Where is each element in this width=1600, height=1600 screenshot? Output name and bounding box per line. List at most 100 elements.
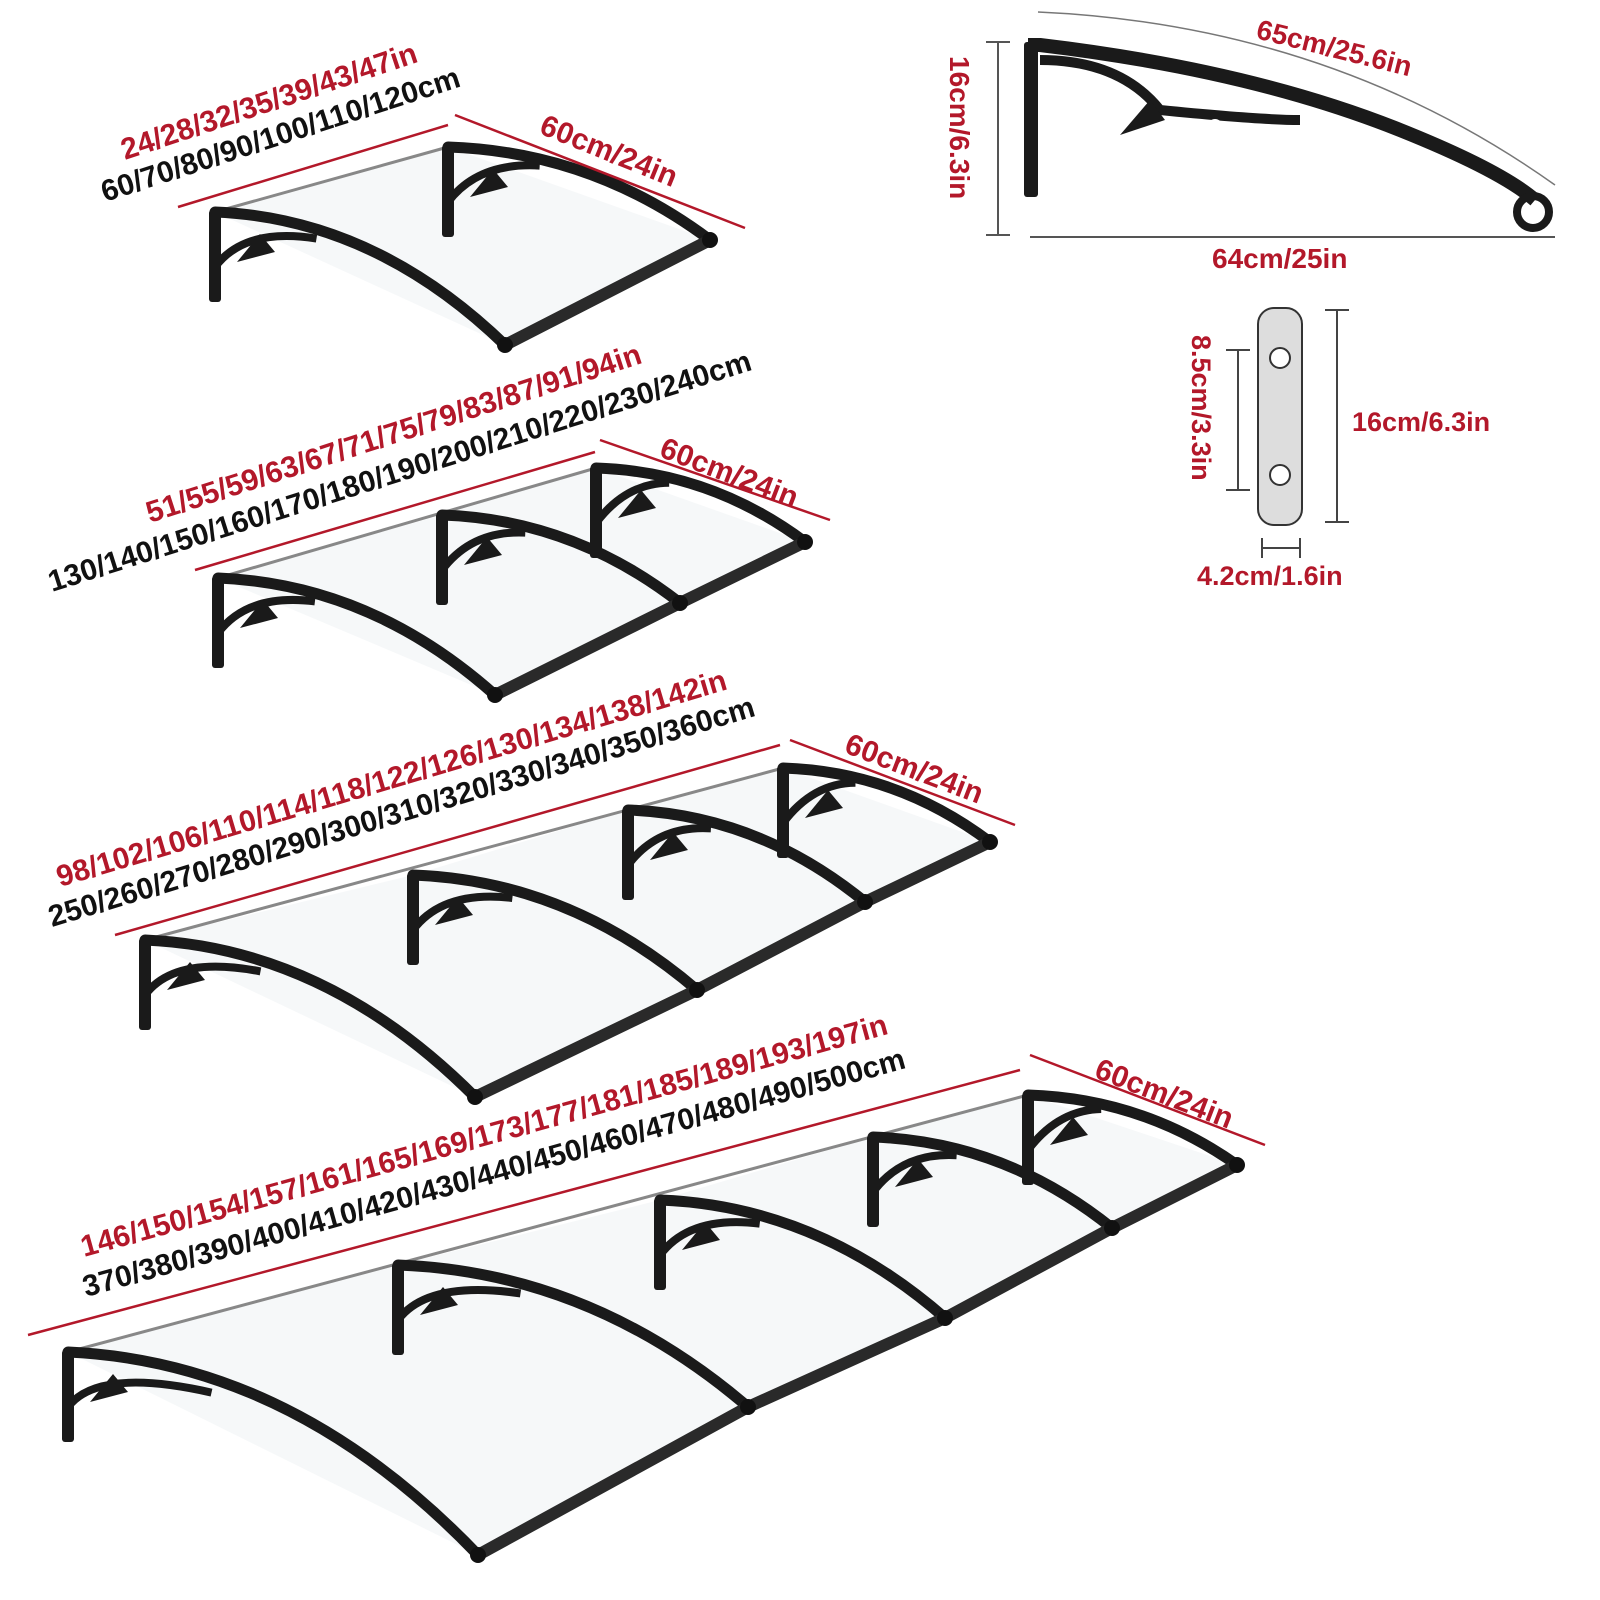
bracket [777, 762, 996, 858]
bracket-gusset [650, 832, 688, 860]
awning-2 [212, 462, 813, 703]
polycarbonate-panel [215, 147, 710, 345]
bracket-gusset [1050, 1117, 1088, 1145]
bracket-brace [779, 778, 856, 826]
bracket [442, 141, 716, 246]
rail-end-cap [702, 232, 718, 248]
bracket-gusset [618, 490, 656, 518]
bracket-gusset [805, 790, 843, 818]
bracket-wall-plate [590, 466, 602, 558]
bracket-wall-plate [1022, 1093, 1034, 1185]
rail-end-cap [740, 1399, 756, 1415]
bracket [436, 509, 686, 609]
width-dimension-line [177, 123, 449, 209]
bracket-arm [654, 1194, 951, 1324]
bracket [407, 869, 703, 996]
depth-dimension-line [454, 113, 746, 230]
rail-end-cap [857, 894, 873, 910]
bracket-arm [1022, 1089, 1243, 1171]
plate-width-label: 4.2cm/1.6in [1197, 561, 1343, 591]
bracket-brace [1024, 1105, 1102, 1153]
plate-hole-bottom [1269, 464, 1291, 486]
bracket-arm [407, 869, 703, 996]
bracket-gusset [682, 1222, 720, 1250]
depth-dimension-line [599, 438, 831, 522]
polycarbonate-panel [218, 468, 805, 695]
bracket-height-label: 16cm/6.3in [944, 56, 975, 199]
bracket-brace [624, 824, 712, 868]
bracket [1022, 1089, 1243, 1185]
bracket-brace [444, 161, 540, 205]
bracket [654, 1194, 951, 1324]
depth-dimension-line [1029, 1053, 1266, 1147]
bracket-detail: 65cm/25.6in 16cm/6.3in 64cm/25in [944, 11, 1556, 274]
rail-end-cap [497, 337, 513, 353]
arm-length-dimension-arc [1037, 11, 1556, 186]
bracket-arm [867, 1131, 1118, 1234]
bracket-hole [1208, 119, 1222, 133]
bracket-wall-plate [442, 145, 454, 237]
bracket-arm [436, 509, 686, 609]
bracket-gusset [435, 897, 473, 925]
plate-height-label: 16cm/6.3in [1352, 407, 1490, 437]
arm-length-label: 65cm/25.6in [1254, 14, 1416, 82]
width-dimension-line [114, 743, 781, 937]
bracket-arm [392, 1259, 754, 1413]
bracket-wall-plate [436, 513, 448, 605]
bracket-rod-socket [1513, 192, 1553, 232]
bracket-wall-plate [622, 808, 634, 900]
rail-end-cap [467, 1089, 483, 1105]
bracket [212, 572, 501, 701]
wall-plate [1257, 307, 1303, 526]
bracket-wall-plate [62, 1350, 74, 1442]
rail-end-cap [487, 687, 503, 703]
width-dimension-line [27, 1068, 1021, 1337]
bracket [209, 206, 511, 351]
bracket-wall-plate [212, 576, 224, 668]
bracket [62, 1346, 484, 1561]
awning-3 [139, 762, 998, 1105]
bracket-brace [1039, 55, 1301, 125]
bracket-arm [1028, 38, 1540, 206]
bracket-arm [139, 934, 481, 1103]
bracket-gusset [167, 962, 205, 990]
bracket-brace [214, 595, 316, 636]
bracket-brace-gusset [1120, 100, 1165, 135]
bracket-gusset [237, 234, 275, 262]
bracket-brace [869, 1150, 957, 1195]
bracket-gusset [90, 1374, 128, 1402]
bracket-gusset [895, 1159, 933, 1187]
bracket-wall-plate [1024, 42, 1038, 197]
bracket-brace [592, 478, 670, 526]
bracket-wall-plate [209, 210, 221, 302]
bracket-wall-plate [392, 1263, 404, 1355]
back-rail [144, 766, 784, 942]
rail-end-cap [937, 1310, 953, 1326]
rail-end-cap [672, 595, 688, 611]
bracket-brace [656, 1218, 761, 1258]
bracket-brace [409, 892, 513, 933]
bracket-gusset [420, 1287, 458, 1315]
front-gutter-rail [469, 836, 996, 1103]
bracket-wall-plate [777, 766, 789, 858]
bracket-arm [209, 206, 511, 351]
bracket-wall-plate [139, 938, 151, 1030]
bracket-depth-label: 64cm/25in [1212, 243, 1347, 274]
front-gutter-rail [499, 234, 716, 351]
rail-end-cap [1104, 1220, 1120, 1236]
bracket-wall-plate [407, 873, 419, 965]
awning-4 [62, 1089, 1245, 1563]
bracket-brace [438, 528, 526, 573]
bracket-arm [442, 141, 716, 246]
polycarbonate-panel [68, 1095, 1237, 1555]
bracket-arm [590, 462, 811, 548]
bracket [590, 462, 811, 558]
rail-end-cap [982, 834, 998, 850]
hole-spacing-label: 8.5cm/3.3in [1186, 335, 1216, 481]
depth-dimension-line [789, 738, 1016, 827]
awnings-layer [62, 141, 1245, 1563]
back-rail [214, 145, 449, 214]
bracket [139, 934, 481, 1103]
bracket-gusset [464, 537, 502, 565]
